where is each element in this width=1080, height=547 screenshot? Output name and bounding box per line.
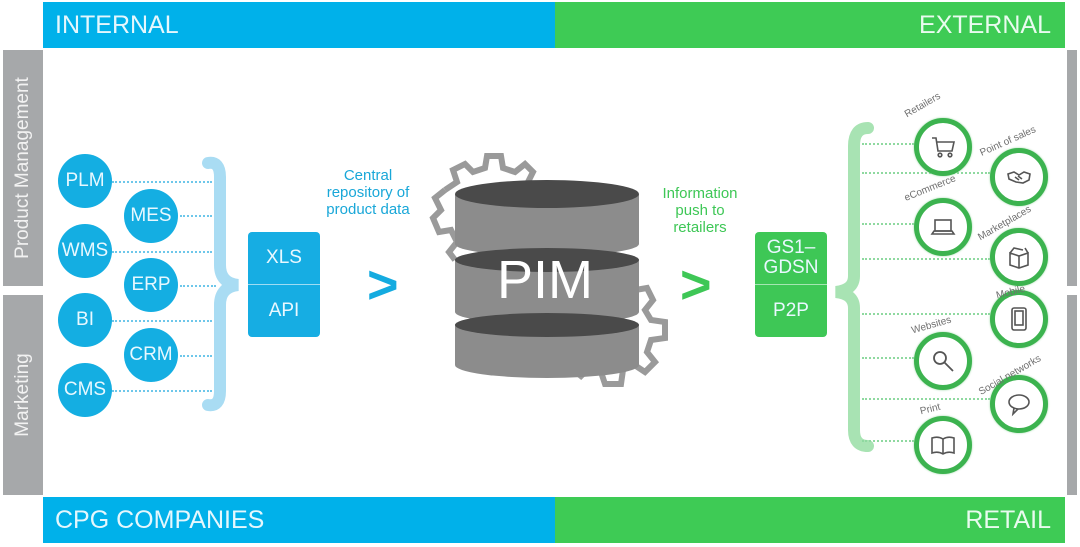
footer-retail-label: RETAIL — [965, 505, 1051, 534]
box-icon — [1009, 247, 1029, 269]
speech-bubble-icon — [1008, 394, 1030, 417]
format-p2p: P2P — [773, 300, 809, 321]
connector-erp — [180, 285, 216, 287]
connector-ecommerce — [862, 223, 914, 225]
right-side-bar-bottom — [1067, 295, 1077, 495]
connector-crm — [180, 355, 212, 357]
footer-cpg: CPG COMPANIES — [43, 497, 555, 543]
system-label: CRM — [129, 344, 173, 365]
laptop-icon — [930, 219, 956, 235]
side-label-marketing: Marketing — [12, 353, 33, 437]
footer-retail: RETAIL — [555, 497, 1065, 543]
connector-marketplaces — [862, 258, 990, 260]
channel-ecommerce — [914, 198, 972, 256]
connector-retailers — [862, 143, 914, 145]
channel-print — [914, 416, 972, 474]
channel-retailers — [914, 118, 972, 176]
system-node-plm: PLM — [58, 154, 112, 208]
channel-websites — [914, 332, 972, 390]
connector-cms — [112, 390, 212, 392]
format-divider — [248, 284, 320, 285]
system-label: CMS — [63, 379, 107, 400]
information-push-caption: Information push to retailers — [662, 185, 738, 236]
connector-wms — [112, 251, 212, 253]
system-label: PLM — [65, 170, 105, 191]
tablet-icon — [1011, 307, 1027, 331]
output-formats-box: GS1–GDSN P2P — [755, 232, 827, 337]
channel-label-retailers: Retailers — [902, 90, 943, 121]
connector-point-of-sales — [862, 172, 990, 174]
channel-mobile — [990, 290, 1048, 348]
header-external: EXTERNAL — [555, 2, 1065, 48]
connector-plm — [112, 181, 212, 183]
pim-label: PIM — [496, 250, 593, 310]
magnifier-icon — [933, 351, 954, 372]
pim-database — [429, 153, 668, 387]
input-formats-box: XLS API — [248, 232, 320, 337]
channel-marketplaces — [990, 228, 1048, 286]
header-internal: INTERNAL — [43, 2, 555, 48]
format-xls: XLS — [266, 247, 302, 268]
connector-bi — [112, 320, 212, 322]
open-book-icon — [931, 436, 955, 455]
shopping-cart-icon — [932, 137, 955, 158]
system-node-mes: MES — [124, 189, 178, 243]
connector-social — [862, 398, 990, 400]
channel-label-print: Print — [918, 401, 942, 418]
system-node-wms: WMS — [58, 224, 112, 278]
side-bar-product-management — [3, 50, 43, 286]
left-brace — [202, 156, 240, 412]
system-node-erp: ERP — [124, 258, 178, 312]
system-label: WMS — [61, 240, 109, 261]
system-node-crm: CRM — [124, 328, 178, 382]
connector-print — [862, 440, 914, 442]
connector-mobile — [862, 313, 990, 315]
right-brace — [835, 122, 874, 452]
system-node-cms: CMS — [58, 363, 112, 417]
channel-social-networks — [990, 375, 1048, 433]
footer-cpg-label: CPG COMPANIES — [55, 505, 265, 534]
side-label-product-management: Product Management — [12, 77, 33, 259]
header-external-label: EXTERNAL — [919, 10, 1051, 39]
chevron-right-icon-green: > — [680, 255, 712, 315]
right-side-bar-top — [1067, 50, 1077, 286]
system-label: ERP — [131, 274, 171, 295]
gear-icon-top — [429, 153, 537, 262]
connector-mes — [180, 215, 212, 217]
system-label: BI — [76, 309, 94, 330]
system-label: MES — [130, 205, 172, 226]
chevron-right-icon-blue: > — [367, 255, 399, 315]
central-repository-caption: Central repository of product data — [326, 167, 410, 218]
header-internal-label: INTERNAL — [55, 10, 179, 39]
format-gs1-gdsn: GS1–GDSN — [763, 237, 819, 278]
side-bar-marketing — [3, 295, 43, 495]
channel-point-of-sales — [990, 148, 1048, 206]
connector-websites — [862, 357, 914, 359]
system-node-bi: BI — [58, 293, 112, 347]
format-api: API — [268, 300, 300, 321]
format-divider — [755, 284, 827, 285]
handshake-icon — [1007, 171, 1031, 184]
